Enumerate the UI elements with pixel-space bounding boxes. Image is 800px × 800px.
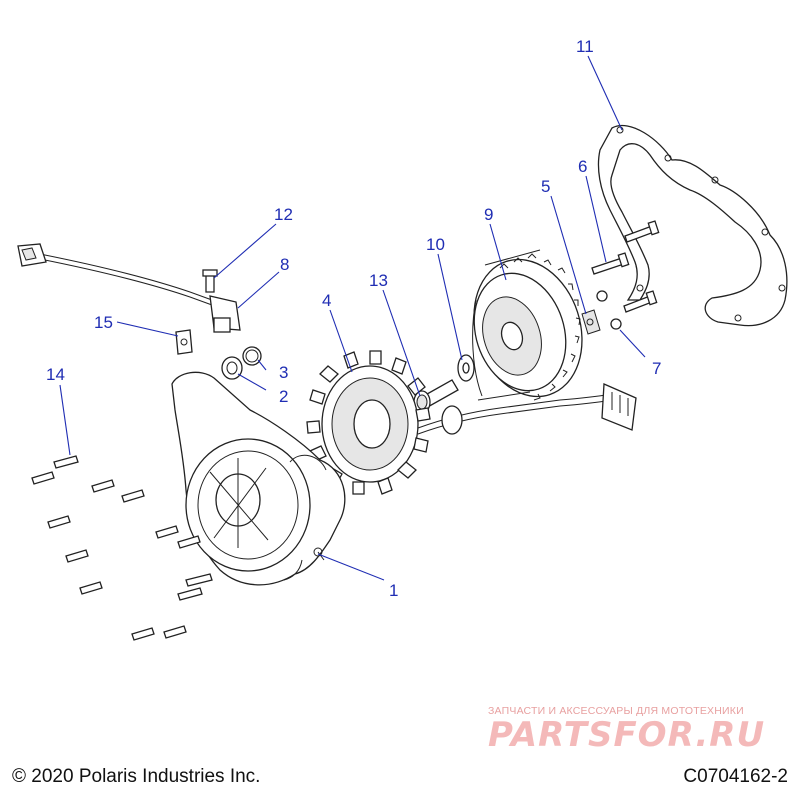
callout-14: 14 xyxy=(46,365,65,384)
watermark: ЗАПЧАСТИ И АКСЕССУАРЫ ДЛЯ МОТОТЕХНИКИ PA… xyxy=(488,705,788,753)
callout-3: 3 xyxy=(279,363,288,382)
callout-11: 11 xyxy=(576,37,594,56)
callout-7: 7 xyxy=(652,359,661,378)
callout-6: 6 xyxy=(578,157,587,176)
flywheel-part-9 xyxy=(472,249,583,401)
drawing-id: C0704162-2 xyxy=(683,766,788,787)
watermark-brand: PARTSFOR.RU xyxy=(488,715,766,755)
callout-4: 4 xyxy=(322,291,331,310)
callout-1: 1 xyxy=(389,581,398,600)
callout-10: 10 xyxy=(426,235,445,254)
callouts: 1 2 3 4 5 6 7 8 9 10 11 12 13 14 15 xyxy=(46,37,661,600)
copyright-text: © 2020 Polaris Industries Inc. xyxy=(12,766,261,787)
gasket-part-11 xyxy=(597,124,788,327)
sensor-part-8 xyxy=(17,243,241,333)
stator-cover-part-1 xyxy=(171,371,346,586)
stator-harness xyxy=(417,383,637,435)
bolts-part-6 xyxy=(591,220,660,313)
bolt-part-13 xyxy=(413,379,459,414)
sensor-plate-part-5 xyxy=(581,309,601,335)
callout-13: 13 xyxy=(369,271,388,290)
o-ring-part-3 xyxy=(242,346,262,366)
stator-part-4 xyxy=(306,350,431,495)
screws-part-7 xyxy=(596,290,622,330)
grommet-part-2 xyxy=(221,356,243,380)
callout-15: 15 xyxy=(94,313,113,332)
washer-part-10 xyxy=(457,354,475,382)
callout-9: 9 xyxy=(484,205,493,224)
leader-lines xyxy=(59,55,646,581)
callout-2: 2 xyxy=(279,387,288,406)
callout-5: 5 xyxy=(541,177,550,196)
callout-12: 12 xyxy=(274,205,293,224)
watermark-subtitle: ЗАПЧАСТИ И АКСЕССУАРЫ ДЛЯ МОТОТЕХНИКИ xyxy=(488,705,744,717)
bolt-part-12 xyxy=(202,269,218,293)
callout-8: 8 xyxy=(280,255,289,274)
cover-bolts-part-14 xyxy=(31,455,213,641)
clip-part-15 xyxy=(175,329,193,355)
